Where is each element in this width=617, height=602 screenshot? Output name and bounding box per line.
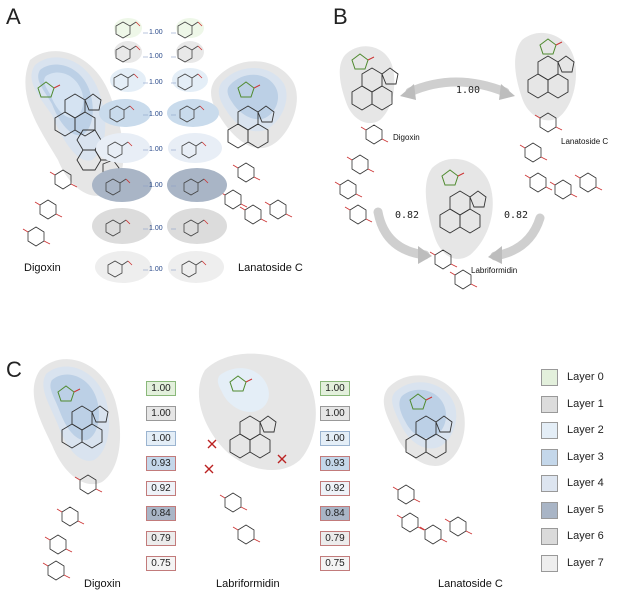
- panel-c-labriformidin-label: Labriformidin: [216, 578, 280, 590]
- layer-score-box: 0.92: [320, 481, 350, 496]
- panel-c-lanatoside-label: Lanatoside C: [438, 578, 503, 590]
- pair-score: 1.00: [149, 53, 163, 60]
- layer-score-box: 1.00: [320, 406, 350, 421]
- panel-c-digoxin-label: Digoxin: [84, 578, 121, 590]
- layer-score-box: 1.00: [320, 431, 350, 446]
- panel-letter-c: C: [6, 357, 22, 382]
- legend-swatch: [541, 554, 558, 572]
- layer-score-box: 0.79: [320, 531, 350, 546]
- panel-a-lanatoside-label: Lanatoside C: [238, 262, 303, 274]
- panel-b-score-top: 1.00: [456, 85, 481, 96]
- layer-score-box: 0.75: [146, 556, 176, 571]
- legend-label: Layer 1: [567, 397, 604, 410]
- legend-swatch: [541, 422, 558, 439]
- layer-score-box: 0.75: [320, 556, 350, 571]
- pair-score: 1.00: [149, 182, 163, 189]
- pair-score: 1.00: [149, 111, 163, 118]
- pair-score: 1.00: [149, 266, 163, 273]
- layer-score-box: 0.93: [320, 456, 350, 471]
- legend-label: Layer 7: [567, 556, 604, 569]
- layer-score-box: 0.93: [146, 456, 176, 471]
- panel-a-digoxin-label: Digoxin: [24, 262, 61, 274]
- legend-swatch: [541, 475, 558, 492]
- panel-b-labriformidin-label: Labriformidin: [471, 266, 518, 275]
- legend-label: Layer 4: [567, 477, 604, 489]
- legend-label: Layer 6: [567, 530, 604, 542]
- pair-score: 1.00: [149, 225, 163, 232]
- pair-score: 1.00: [149, 79, 163, 86]
- panel-b-digoxin-label: Digoxin: [393, 133, 420, 142]
- panel-b-lanatoside-label: Lanatoside C: [561, 137, 609, 146]
- panel-letter-a: A: [6, 4, 21, 29]
- legend-swatch: [541, 448, 558, 466]
- layer-score-box: 0.84: [146, 506, 176, 521]
- panel-b-score-right: 0.82: [504, 210, 529, 221]
- layer-score-box: 0.84: [320, 506, 350, 521]
- legend-label: Layer 2: [567, 424, 604, 436]
- pair-score: 1.00: [149, 29, 163, 36]
- pair-score: 1.00: [149, 146, 163, 153]
- layer-score-box: 1.00: [320, 381, 350, 396]
- layer-score-box: 1.00: [146, 381, 176, 396]
- legend-swatch: [541, 528, 558, 545]
- legend-swatch: [541, 395, 558, 413]
- legend-swatch: [541, 369, 558, 386]
- legend-label: Layer 5: [567, 503, 604, 516]
- layer-score-box: 1.00: [146, 406, 176, 421]
- layer-score-box: 1.00: [146, 431, 176, 446]
- legend-swatch: [541, 501, 558, 519]
- layer-score-box: 0.92: [146, 481, 176, 496]
- layer-score-box: 0.79: [146, 531, 176, 546]
- panel-letter-b: B: [333, 4, 348, 29]
- legend-label: Layer 3: [567, 450, 604, 463]
- legend-label: Layer 0: [567, 371, 604, 383]
- panel-b-score-left: 0.82: [395, 210, 420, 221]
